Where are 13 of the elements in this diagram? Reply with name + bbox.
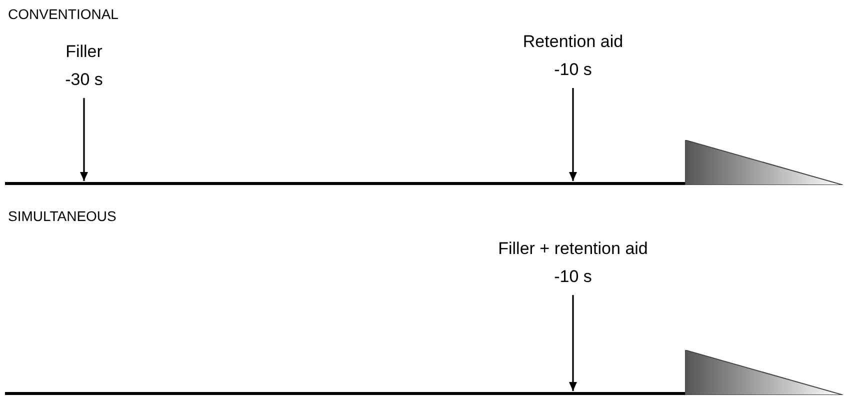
time-label: -10 s <box>554 59 592 81</box>
arrow <box>569 88 577 181</box>
additive-label: Retention aid <box>522 31 624 53</box>
section-heading: SIMULTANEOUS <box>8 208 116 224</box>
time-label: -10 s <box>554 266 592 288</box>
timeline-bar <box>5 392 685 395</box>
additive-label: Filler <box>66 41 102 63</box>
time-label: -30 s <box>65 69 103 91</box>
timeline-bar <box>5 182 685 185</box>
arrow <box>80 98 88 181</box>
arrow <box>569 295 577 391</box>
section-heading: CONVENTIONAL <box>8 6 118 22</box>
additive-label: Filler + retention aid <box>498 238 648 260</box>
